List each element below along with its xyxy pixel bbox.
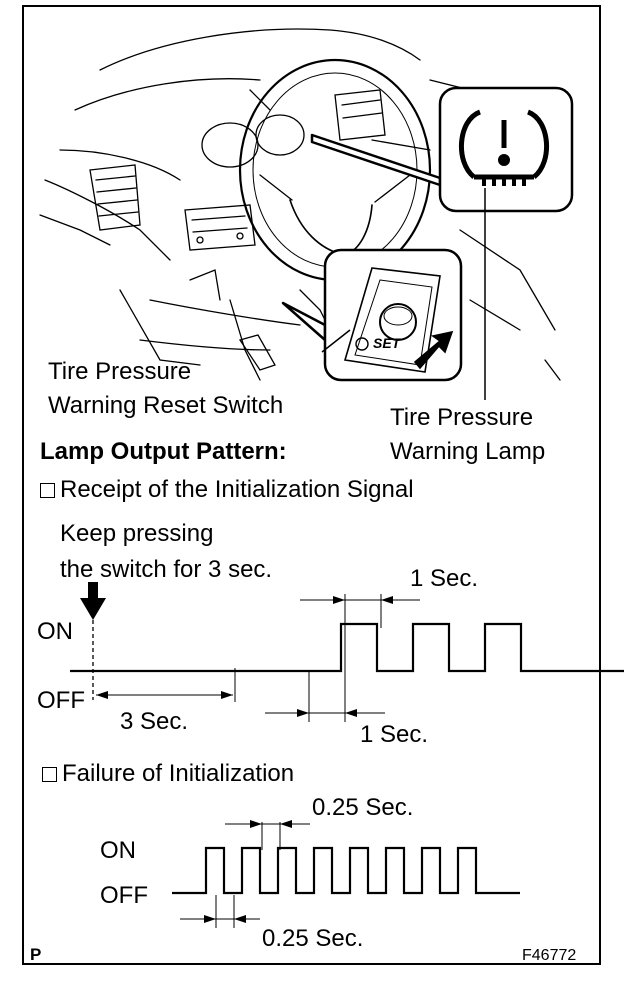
dimension-arrow [280,820,292,828]
case1-period-top-label: 1 Sec. [410,565,479,592]
figure-frame [22,5,601,965]
dimension-arrow [96,691,108,699]
case2-period-top-label: 0.25 Sec. [312,794,414,821]
case2-period-bottom-label: 0.25 Sec. [262,925,364,952]
case1-heading: Receipt of the Initialization Signal [40,478,414,502]
case2-heading: Failure of Initialization [42,762,294,786]
case2-on-label: ON [100,837,136,864]
checkbox-icon [42,767,57,782]
case2-waveform [172,846,520,895]
case1-delay-label: 3 Sec. [120,708,189,735]
case1-waveform [70,622,624,673]
dimension-arrow [221,691,233,699]
footer-left-code: P [30,945,42,964]
dimension-arrow [345,709,357,717]
figure-id: F46772 [522,947,577,964]
case2-label: Failure of Initialization [62,760,295,787]
reset-switch-callout-label: Tire Pressure Warning Reset Switch [48,358,284,420]
reset-switch-closeup [343,267,454,373]
dimension-arrow [297,709,309,717]
case1-press-arrow [80,582,106,620]
case1-period-bottom-label: 1 Sec. [360,721,429,748]
case1-on-label: ON [37,618,73,645]
case1-off-label: OFF [37,687,85,714]
dimension-arrow [381,596,393,604]
lamp-output-heading: Lamp Output Pattern: [40,438,287,465]
switch-plate-set-text: SET [373,335,401,351]
dimension-arrow [204,915,216,923]
dimension-arrow [250,820,262,828]
dimension-arrow [234,915,246,923]
case1-instruction: Keep pressing the switch for 3 sec. [60,520,273,583]
case2-off-label: OFF [100,882,148,909]
case1-label: Receipt of the Initialization Signal [60,476,414,503]
tire-pressure-warning-icon [459,109,549,186]
checkbox-icon [40,483,55,498]
warning-lamp-callout-label: Tire Pressure Warning Lamp [390,404,546,466]
dimension-arrow [333,596,345,604]
